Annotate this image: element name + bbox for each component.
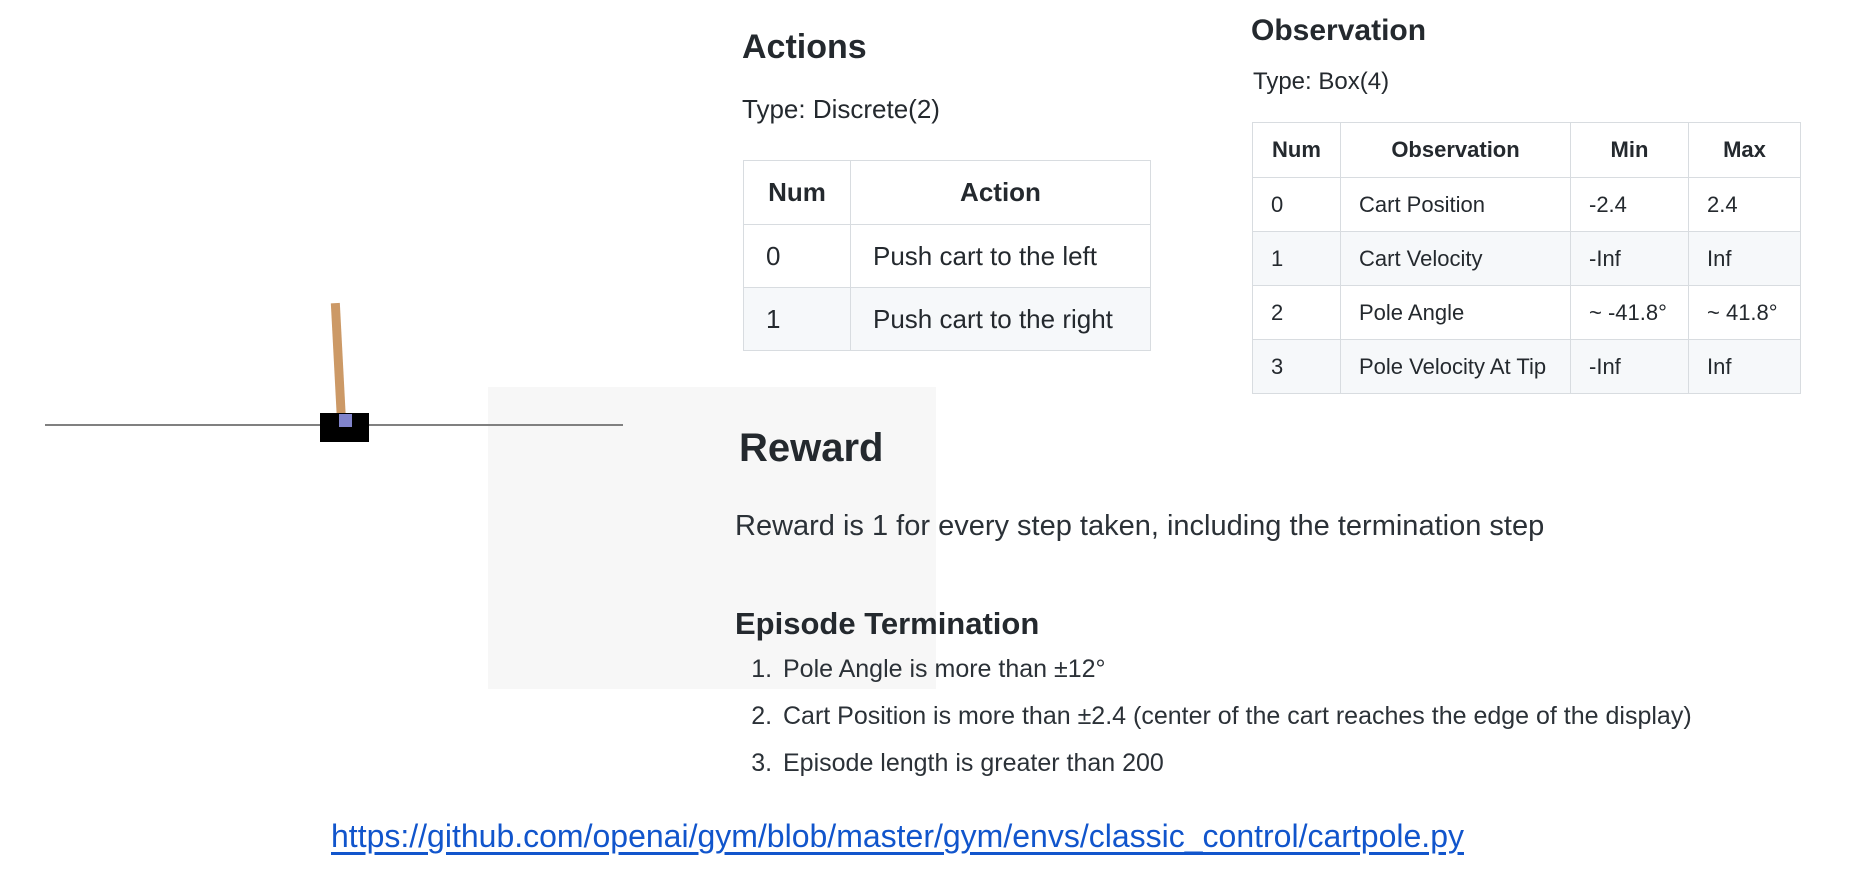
screenshot-backdrop — [488, 387, 936, 689]
list-item: Episode length is greater than 200 — [779, 746, 1692, 780]
obs-cell: Inf — [1688, 339, 1801, 394]
obs-header-max: Max — [1688, 122, 1801, 178]
obs-cell: 2 — [1252, 285, 1341, 340]
obs-cell: Pole Velocity At Tip — [1340, 339, 1571, 394]
actions-cell-action-1: Push cart to the right — [850, 287, 1151, 351]
table-row: 0 Cart Position -2.4 2.4 — [1252, 177, 1801, 232]
table-row: 1 Push cart to the right — [743, 287, 1151, 351]
table-row: 1 Cart Velocity -Inf Inf — [1252, 231, 1801, 286]
observation-type-label: Type: Box(4) — [1253, 68, 1390, 95]
actions-table: Num Action 0 Push cart to the left 1 Pus… — [743, 160, 1151, 351]
obs-cell: Cart Velocity — [1340, 231, 1571, 286]
obs-cell: 0 — [1252, 177, 1341, 232]
obs-cell: Inf — [1688, 231, 1801, 286]
list-item: Cart Position is more than ±2.4 (center … — [779, 699, 1692, 733]
actions-cell-num-1: 1 — [743, 287, 851, 351]
source-link-row: https://github.com/openai/gym/blob/maste… — [0, 818, 1795, 855]
obs-header-observation: Observation — [1340, 122, 1571, 178]
github-link[interactable]: https://github.com/openai/gym/blob/maste… — [331, 818, 1464, 854]
actions-heading: Actions — [742, 28, 867, 66]
obs-cell: -Inf — [1570, 231, 1689, 286]
episode-termination-list: Pole Angle is more than ±12° Cart Positi… — [737, 652, 1692, 793]
table-row: 0 Push cart to the left — [743, 224, 1151, 288]
obs-cell: 2.4 — [1688, 177, 1801, 232]
obs-cell: -2.4 — [1570, 177, 1689, 232]
table-row: 2 Pole Angle ~ -41.8° ~ 41.8° — [1252, 285, 1801, 340]
observation-table: Num Observation Min Max 0 Cart Position … — [1252, 122, 1801, 394]
table-row: 3 Pole Velocity At Tip -Inf Inf — [1252, 339, 1801, 394]
observation-heading: Observation — [1251, 14, 1427, 47]
actions-cell-num-0: 0 — [743, 224, 851, 288]
obs-cell: ~ 41.8° — [1688, 285, 1801, 340]
obs-header-min: Min — [1570, 122, 1689, 178]
obs-cell: Pole Angle — [1340, 285, 1571, 340]
actions-header-action: Action — [850, 160, 1151, 225]
actions-type-label: Type: Discrete(2) — [742, 94, 940, 124]
axle-icon — [339, 414, 352, 427]
actions-cell-action-0: Push cart to the left — [850, 224, 1151, 288]
obs-cell: 1 — [1252, 231, 1341, 286]
reward-body-text: Reward is 1 for every step taken, includ… — [735, 510, 1545, 542]
obs-cell: 3 — [1252, 339, 1341, 394]
actions-header-num: Num — [743, 160, 851, 225]
obs-header-num: Num — [1252, 122, 1341, 178]
episode-termination-heading: Episode Termination — [735, 606, 1040, 641]
reward-heading: Reward — [739, 426, 884, 470]
pole — [330, 302, 346, 422]
obs-cell: -Inf — [1570, 339, 1689, 394]
obs-cell: Cart Position — [1340, 177, 1571, 232]
observation-table-header-row: Num Observation Min Max — [1252, 122, 1801, 178]
obs-cell: ~ -41.8° — [1570, 285, 1689, 340]
actions-table-header-row: Num Action — [743, 160, 1151, 225]
list-item: Pole Angle is more than ±12° — [779, 652, 1692, 686]
